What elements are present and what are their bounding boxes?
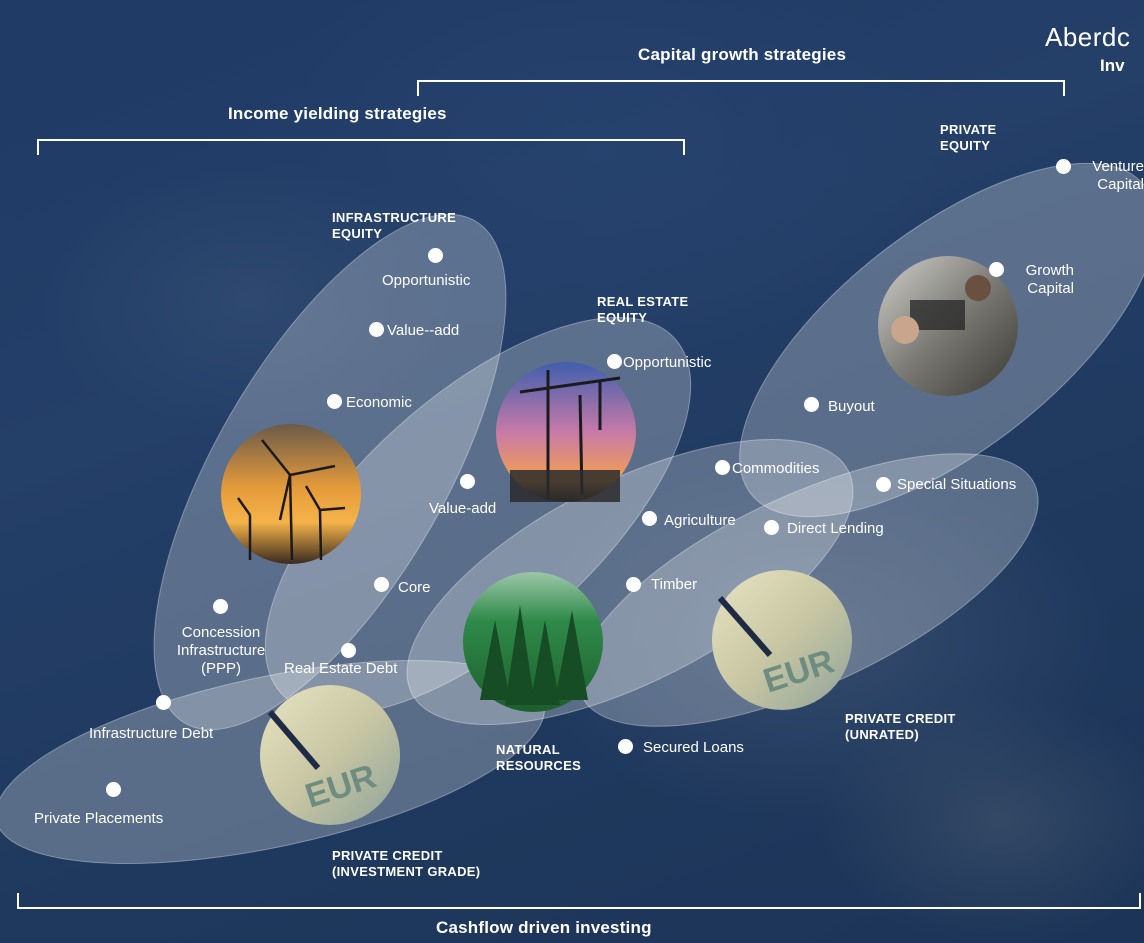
bracket-cashflow	[17, 893, 1141, 909]
forest-photo	[463, 572, 603, 712]
category-line: EQUITY	[597, 310, 648, 325]
category-line: (UNRATED)	[845, 727, 919, 742]
brand-logo: Aberdc	[1045, 22, 1131, 52]
category-line: PRIVATE CREDIT	[332, 848, 443, 863]
bracket-income-yielding	[37, 139, 685, 155]
category-natural-resources: NATURAL RESOURCES	[496, 742, 581, 774]
category-line: INFRASTRUCTURE	[332, 210, 457, 225]
category-line: PRIVATE	[940, 122, 997, 137]
category-line: EQUITY	[332, 226, 383, 241]
category-line: RESOURCES	[496, 758, 582, 773]
bullet-dot	[1056, 159, 1071, 174]
brand-logo-subtitle: Inv	[1100, 56, 1125, 75]
category-real-estate-equity: REAL ESTATE EQUITY	[597, 294, 688, 326]
euro-note-pen-photo-unrated: EUR	[712, 570, 852, 710]
bullet-dot	[156, 695, 171, 710]
label-line: (PPP)	[200, 660, 241, 677]
bullet-dot	[428, 248, 443, 263]
label-line: Concession	[181, 624, 261, 641]
bullet-dot	[618, 739, 633, 754]
label-line: Venture	[1092, 158, 1144, 175]
bullet-dot	[374, 577, 389, 592]
bullet-dot	[715, 460, 730, 475]
strategy-special-situations: Special Situations	[897, 476, 1017, 493]
strategy-direct-lending: Direct Lending	[787, 520, 884, 537]
strategy-infra-economic: Economic	[346, 394, 412, 411]
office-workers-photo	[878, 256, 1018, 396]
bullet-dot	[213, 599, 228, 614]
bullet-dot	[804, 397, 819, 412]
euro-note-pen-photo-investment-grade: EUR	[260, 685, 400, 825]
strategy-growth-capital: Growth Capital	[1004, 262, 1074, 298]
category-private-equity: PRIVATE EQUITY	[940, 122, 997, 154]
strategy-real-estate-debt: Real Estate Debt	[284, 660, 398, 677]
bullet-dot	[764, 520, 779, 535]
label-line: Capital	[1097, 176, 1144, 193]
label-line: Growth	[1025, 262, 1074, 279]
category-private-credit-ig: PRIVATE CREDIT (INVESTMENT GRADE)	[332, 848, 480, 880]
category-line: EQUITY	[940, 138, 991, 153]
strategy-infra-opportunistic: Opportunistic	[382, 272, 471, 289]
header-capital-growth: Capital growth strategies	[638, 45, 847, 64]
category-line: NATURAL	[496, 742, 560, 757]
wind-turbines-photo	[221, 424, 361, 564]
category-line: PRIVATE CREDIT	[845, 711, 956, 726]
bullet-dot	[341, 643, 356, 658]
header-cashflow: Cashflow driven investing	[436, 918, 652, 937]
bullet-dot	[876, 477, 891, 492]
label-line: Infrastructure	[176, 642, 266, 659]
strategy-private-placements: Private Placements	[34, 810, 164, 827]
strategy-agriculture: Agriculture	[664, 512, 736, 529]
bullet-dot	[327, 394, 342, 409]
bullet-dot	[607, 354, 622, 369]
strategy-venture-capital: Venture Capital	[1072, 158, 1144, 194]
strategy-infrastructure-debt: Infrastructure Debt	[89, 725, 214, 742]
strategy-buyout: Buyout	[828, 398, 875, 415]
strategy-re-value-add: Value-add	[429, 500, 497, 517]
header-income-yielding: Income yielding strategies	[228, 104, 447, 123]
bullet-dot	[369, 322, 384, 337]
construction-crane-photo	[496, 362, 636, 502]
bullet-dot	[989, 262, 1004, 277]
strategy-re-core: Core	[398, 579, 431, 596]
category-private-credit-unrated: PRIVATE CREDIT (UNRATED)	[845, 711, 956, 743]
bullet-dot	[626, 577, 641, 592]
strategy-concession-infrastructure: Concession Infrastructure (PPP)	[166, 624, 276, 678]
bracket-capital-growth	[417, 80, 1065, 96]
category-infrastructure-equity: INFRASTRUCTURE EQUITY	[332, 210, 456, 242]
category-line: (INVESTMENT GRADE)	[332, 864, 481, 879]
label-line: Capital	[1027, 280, 1074, 297]
strategy-secured-loans: Secured Loans	[643, 739, 744, 756]
strategy-commodities: Commodities	[732, 460, 820, 477]
bullet-dot	[460, 474, 475, 489]
bullet-dot	[642, 511, 657, 526]
category-line: REAL ESTATE	[597, 294, 689, 309]
strategy-timber: Timber	[651, 576, 698, 593]
strategy-re-opportunistic: Opportunistic	[623, 354, 712, 371]
bullet-dot	[106, 782, 121, 797]
strategy-infra-value-add: Value--add	[387, 322, 460, 339]
